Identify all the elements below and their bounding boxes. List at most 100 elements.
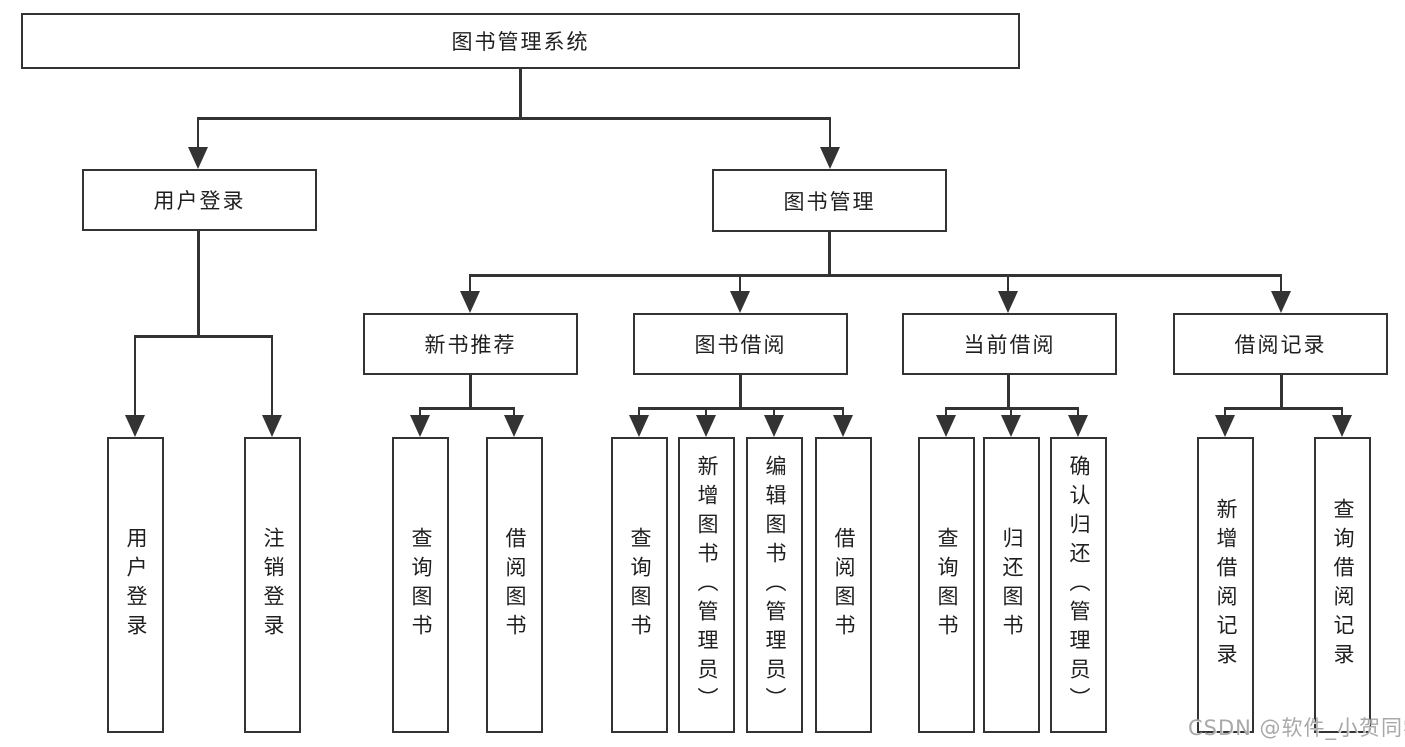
node-label: 图书借阅 <box>694 333 787 357</box>
connector-level2-branch <box>197 117 831 120</box>
node-label: 借阅记录 <box>1234 333 1327 357</box>
arrow-to-confirm-return <box>1068 407 1088 437</box>
arrow-to-book-management <box>820 117 840 169</box>
arrow-to-query-books-2 <box>629 407 649 437</box>
node-logout: 注销登录 <box>244 437 301 733</box>
connector-borrowing-stub <box>739 375 742 408</box>
node-label: 用户登录 <box>124 527 148 643</box>
node-label: 查询图书 <box>935 527 959 643</box>
connector-borrowing-branch <box>638 407 844 410</box>
arrow-to-borrow-books-1 <box>504 407 524 437</box>
node-new-book-recommendation: 新书推荐 <box>363 313 578 375</box>
arrow-to-login <box>125 335 145 437</box>
arrow-head <box>833 415 853 437</box>
arrow-to-logout <box>262 335 282 437</box>
arrow-head <box>125 415 145 437</box>
arrow-to-borrowing-records <box>1271 274 1291 313</box>
node-label: 新书推荐 <box>424 333 517 357</box>
arrow-shaft <box>704 407 708 415</box>
connector-root-stub <box>519 69 522 118</box>
node-return-books: 归还图书 <box>983 437 1040 733</box>
node-add-borrow-record: 新增借阅记录 <box>1197 437 1254 733</box>
node-current-borrowing: 当前借阅 <box>902 313 1117 375</box>
arrow-to-add-books <box>696 407 716 437</box>
node-edit-books-admin: 编辑图书（管理员） <box>746 437 803 733</box>
arrow-shaft <box>133 335 137 415</box>
node-label: 查询借阅记录 <box>1331 498 1355 672</box>
arrow-shaft <box>1223 407 1227 415</box>
arrow-head <box>696 415 716 437</box>
arrow-to-borrow-books-2 <box>833 407 853 437</box>
arrow-shaft <box>1076 407 1080 415</box>
connector-user-login-stub <box>197 231 200 336</box>
arrow-head <box>998 291 1018 313</box>
arrow-head <box>629 415 649 437</box>
arrow-head <box>504 415 524 437</box>
node-label: 查询图书 <box>628 527 652 643</box>
node-user-login: 用户登录 <box>82 169 317 231</box>
arrow-to-current-borrowing <box>998 274 1018 313</box>
connector-records-branch <box>1224 407 1343 410</box>
node-query-borrow-record: 查询借阅记录 <box>1314 437 1371 733</box>
node-label: 借阅图书 <box>503 527 527 643</box>
arrow-to-edit-books <box>764 407 784 437</box>
arrow-to-query-books-3 <box>936 407 956 437</box>
arrow-shaft <box>772 407 776 415</box>
arrow-head <box>1068 415 1088 437</box>
node-label: 新增借阅记录 <box>1214 498 1238 672</box>
connector-book-management-stub <box>828 232 831 275</box>
csdn-watermark: CSDN @软件_小贺同学 <box>1188 716 1405 740</box>
node-book-borrowing: 图书借阅 <box>633 313 848 375</box>
connector-current-stub <box>1007 375 1010 408</box>
arrow-shaft <box>1279 274 1283 291</box>
node-label: 用户登录 <box>153 189 246 213</box>
arrow-to-book-borrowing <box>730 274 750 313</box>
node-confirm-return-admin: 确认归还（管理员） <box>1050 437 1107 733</box>
arrow-shaft <box>1006 274 1010 291</box>
arrow-head <box>764 415 784 437</box>
node-label: 新增图书（管理员） <box>695 454 719 716</box>
arrow-shaft <box>418 407 422 415</box>
node-query-books-current: 查询图书 <box>918 437 975 733</box>
connector-recommendation-branch <box>419 407 515 410</box>
arrow-shaft <box>196 117 200 147</box>
arrow-head <box>820 147 840 169</box>
arrow-head <box>188 147 208 169</box>
arrow-to-query-borrow-record <box>1332 407 1352 437</box>
arrow-head <box>460 291 480 313</box>
arrow-head <box>936 415 956 437</box>
node-login: 用户登录 <box>107 437 164 733</box>
node-borrowing-records: 借阅记录 <box>1173 313 1388 375</box>
connector-level3-branch <box>469 274 1282 277</box>
node-label: 查询图书 <box>409 527 433 643</box>
node-borrow-books-recommend: 借阅图书 <box>486 437 543 733</box>
arrow-shaft <box>1340 407 1344 415</box>
connector-user-login-branch <box>134 335 273 338</box>
node-borrow-books-borrow: 借阅图书 <box>815 437 872 733</box>
node-library-system: 图书管理系统 <box>21 13 1020 69</box>
arrow-shaft <box>738 274 742 291</box>
node-label: 当前借阅 <box>963 333 1056 357</box>
arrow-head <box>410 415 430 437</box>
arrow-to-add-borrow-record <box>1215 407 1235 437</box>
arrow-to-user-login <box>188 117 208 169</box>
arrow-head <box>1001 415 1021 437</box>
node-query-books-recommend: 查询图书 <box>392 437 449 733</box>
arrow-shaft <box>828 117 832 147</box>
node-label: 编辑图书（管理员） <box>763 454 787 716</box>
arrow-head <box>1271 291 1291 313</box>
connector-recommendation-stub <box>469 375 472 408</box>
node-book-management: 图书管理 <box>712 169 947 232</box>
arrow-head <box>730 291 750 313</box>
arrow-to-query-books-1 <box>410 407 430 437</box>
node-label: 图书管理系统 <box>451 30 590 54</box>
arrow-shaft <box>270 335 274 415</box>
connector-records-stub <box>1280 375 1283 408</box>
node-label: 借阅图书 <box>832 527 856 643</box>
arrow-head <box>262 415 282 437</box>
arrow-shaft <box>1009 407 1013 415</box>
node-label: 确认归还（管理员） <box>1067 454 1091 716</box>
node-label: 注销登录 <box>261 527 285 643</box>
node-query-books-borrow: 查询图书 <box>611 437 668 733</box>
arrow-shaft <box>637 407 641 415</box>
